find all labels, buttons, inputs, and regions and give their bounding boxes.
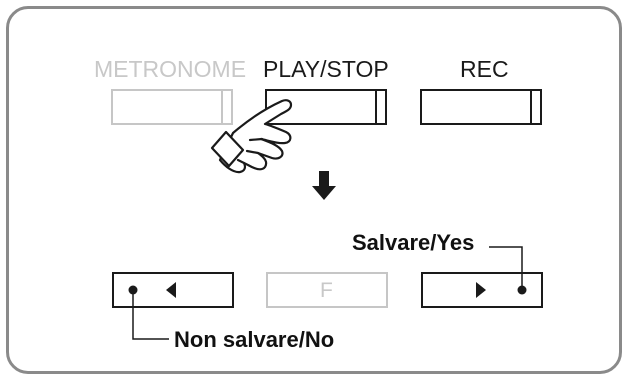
f-button-label: F	[320, 279, 333, 302]
no-save-callout: Non salvare/No	[174, 327, 335, 352]
save-yes-callout: Salvare/Yes	[352, 230, 475, 255]
rec-button[interactable]	[420, 89, 542, 125]
metronome-button[interactable]	[111, 89, 233, 125]
play-stop-label: PLAY/STOP	[263, 56, 389, 82]
down-arrow-icon	[312, 171, 336, 200]
left-triangle-icon	[166, 282, 176, 298]
f-button[interactable]	[266, 272, 388, 308]
yes-leader-line	[489, 246, 523, 290]
right-triangle-icon	[476, 282, 486, 298]
no-leader-line	[132, 290, 169, 340]
rec-label: REC	[460, 56, 509, 82]
pressing-hand-icon	[210, 99, 293, 174]
metronome-label: METRONOME	[94, 56, 247, 82]
diagram-frame	[6, 6, 622, 374]
